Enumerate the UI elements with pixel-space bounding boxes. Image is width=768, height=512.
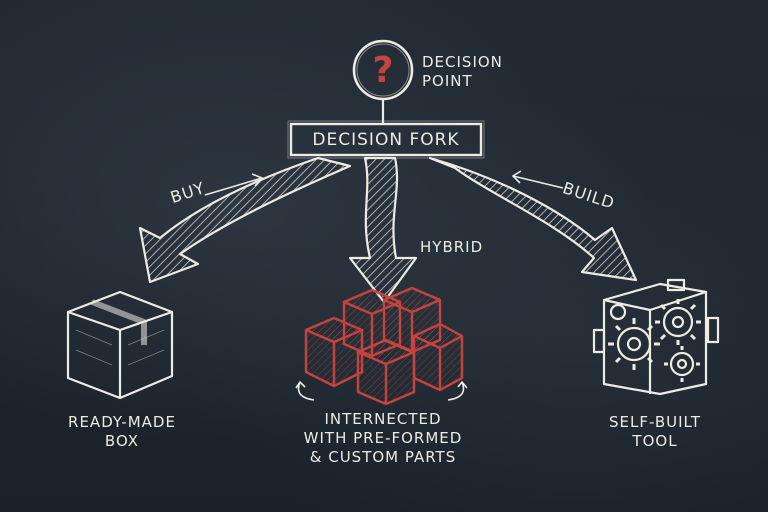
build-direction-icon bbox=[511, 170, 564, 189]
question-mark-icon: ? bbox=[372, 50, 394, 91]
buy-direction-icon bbox=[204, 173, 264, 196]
build-arrow bbox=[428, 156, 638, 282]
hybrid-cubes-icon bbox=[304, 286, 464, 406]
decision-point-label-line1: DECISION bbox=[422, 53, 503, 71]
hybrid-bracket-arrows bbox=[295, 380, 468, 401]
self-built-tool-label: SELF-BUILT TOOL bbox=[580, 413, 730, 451]
hybrid-outcome-label-line3: & CUSTOM PARTS bbox=[309, 448, 457, 466]
box-icon bbox=[66, 290, 174, 400]
buy-arrow bbox=[138, 156, 352, 284]
hybrid-outcome-label-line2: WITH PRE-FORMED bbox=[303, 429, 463, 447]
ready-made-box-label-line2: BOX bbox=[104, 432, 140, 450]
decision-point-label: DECISION POINT bbox=[422, 53, 503, 91]
self-built-tool-label-line1: SELF-BUILT bbox=[608, 413, 701, 431]
ready-made-box-label-line1: READY-MADE bbox=[68, 413, 176, 431]
decision-fork-label: DECISION FORK bbox=[312, 130, 460, 150]
self-built-tool-label-line2: TOOL bbox=[632, 432, 678, 450]
decision-point-label-line2: POINT bbox=[422, 72, 473, 90]
ready-made-box-label: READY-MADE BOX bbox=[52, 413, 192, 451]
hybrid-outcome-label: INTERNECTED WITH PRE-FORMED & CUSTOM PAR… bbox=[293, 410, 473, 467]
hybrid-arrow bbox=[348, 156, 418, 304]
hybrid-outcome-label-line1: INTERNECTED bbox=[324, 410, 442, 428]
decision-point-node bbox=[352, 39, 414, 124]
gearbox-icon bbox=[592, 278, 720, 396]
hybrid-label: HYBRID bbox=[420, 238, 484, 256]
